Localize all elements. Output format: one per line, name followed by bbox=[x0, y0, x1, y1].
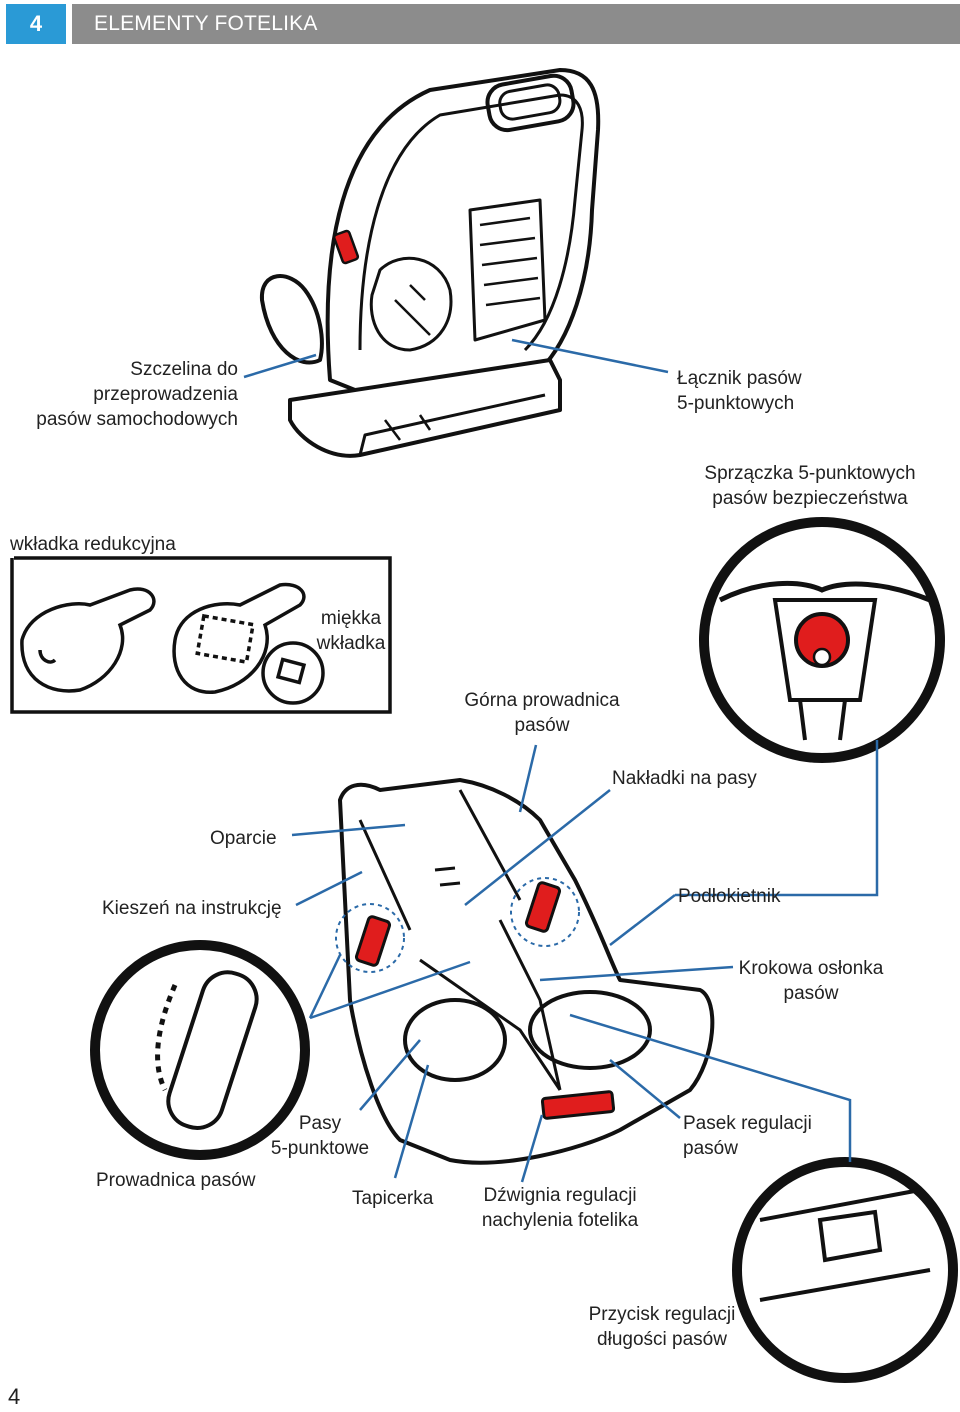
label-belt-guide: Prowadnica pasów bbox=[96, 1170, 256, 1191]
section-number-badge: 4 bbox=[6, 4, 66, 44]
label-crotch-pad: Krokowa osłonka pasów bbox=[738, 958, 884, 1004]
seat-rear-view-illustration bbox=[259, 68, 601, 458]
label-adjust-strap: Pasek regulacji pasów bbox=[683, 1113, 812, 1159]
label-shoulder-pads: Nakładki na pasy bbox=[612, 768, 757, 789]
reducer-insert-illustration bbox=[10, 556, 392, 714]
label-buckle: Sprzączka 5-punktowych pasów bezpieczeńs… bbox=[704, 463, 916, 509]
belt-guide-illustration bbox=[90, 940, 310, 1160]
label-manual-pocket: Kieszeń na instrukcję bbox=[102, 898, 282, 919]
label-upper-guide: Górna prowadnica pasów bbox=[464, 690, 620, 736]
adjust-button-illustration bbox=[732, 1157, 958, 1383]
label-upholstery: Tapicerka bbox=[352, 1188, 434, 1209]
buckle-illustration bbox=[699, 517, 945, 763]
label-backrest: Oparcie bbox=[210, 828, 277, 849]
label-belt-slot: Szczelina do przeprowadzenia pasów samoc… bbox=[36, 359, 238, 430]
header-bar bbox=[72, 4, 960, 44]
label-soft-insert: miękka wkładka bbox=[316, 608, 386, 654]
label-armrest: Podłokietnik bbox=[678, 886, 781, 907]
page-number: 4 bbox=[8, 1384, 21, 1409]
leader-lines bbox=[243, 338, 879, 1183]
label-reducer-insert: wkładka redukcyjna bbox=[10, 534, 176, 555]
label-harness-connector: Łącznik pasów 5-punktowych bbox=[677, 368, 802, 414]
page-title: ELEMENTY FOTELIKA bbox=[94, 12, 318, 35]
label-recline-lever: Dźwignia regulacji nachylenia fotelika bbox=[481, 1185, 639, 1231]
label-harness: Pasy 5-punktowe bbox=[270, 1113, 370, 1159]
label-adjust-button: Przycisk regulacji długości pasów bbox=[588, 1304, 736, 1350]
